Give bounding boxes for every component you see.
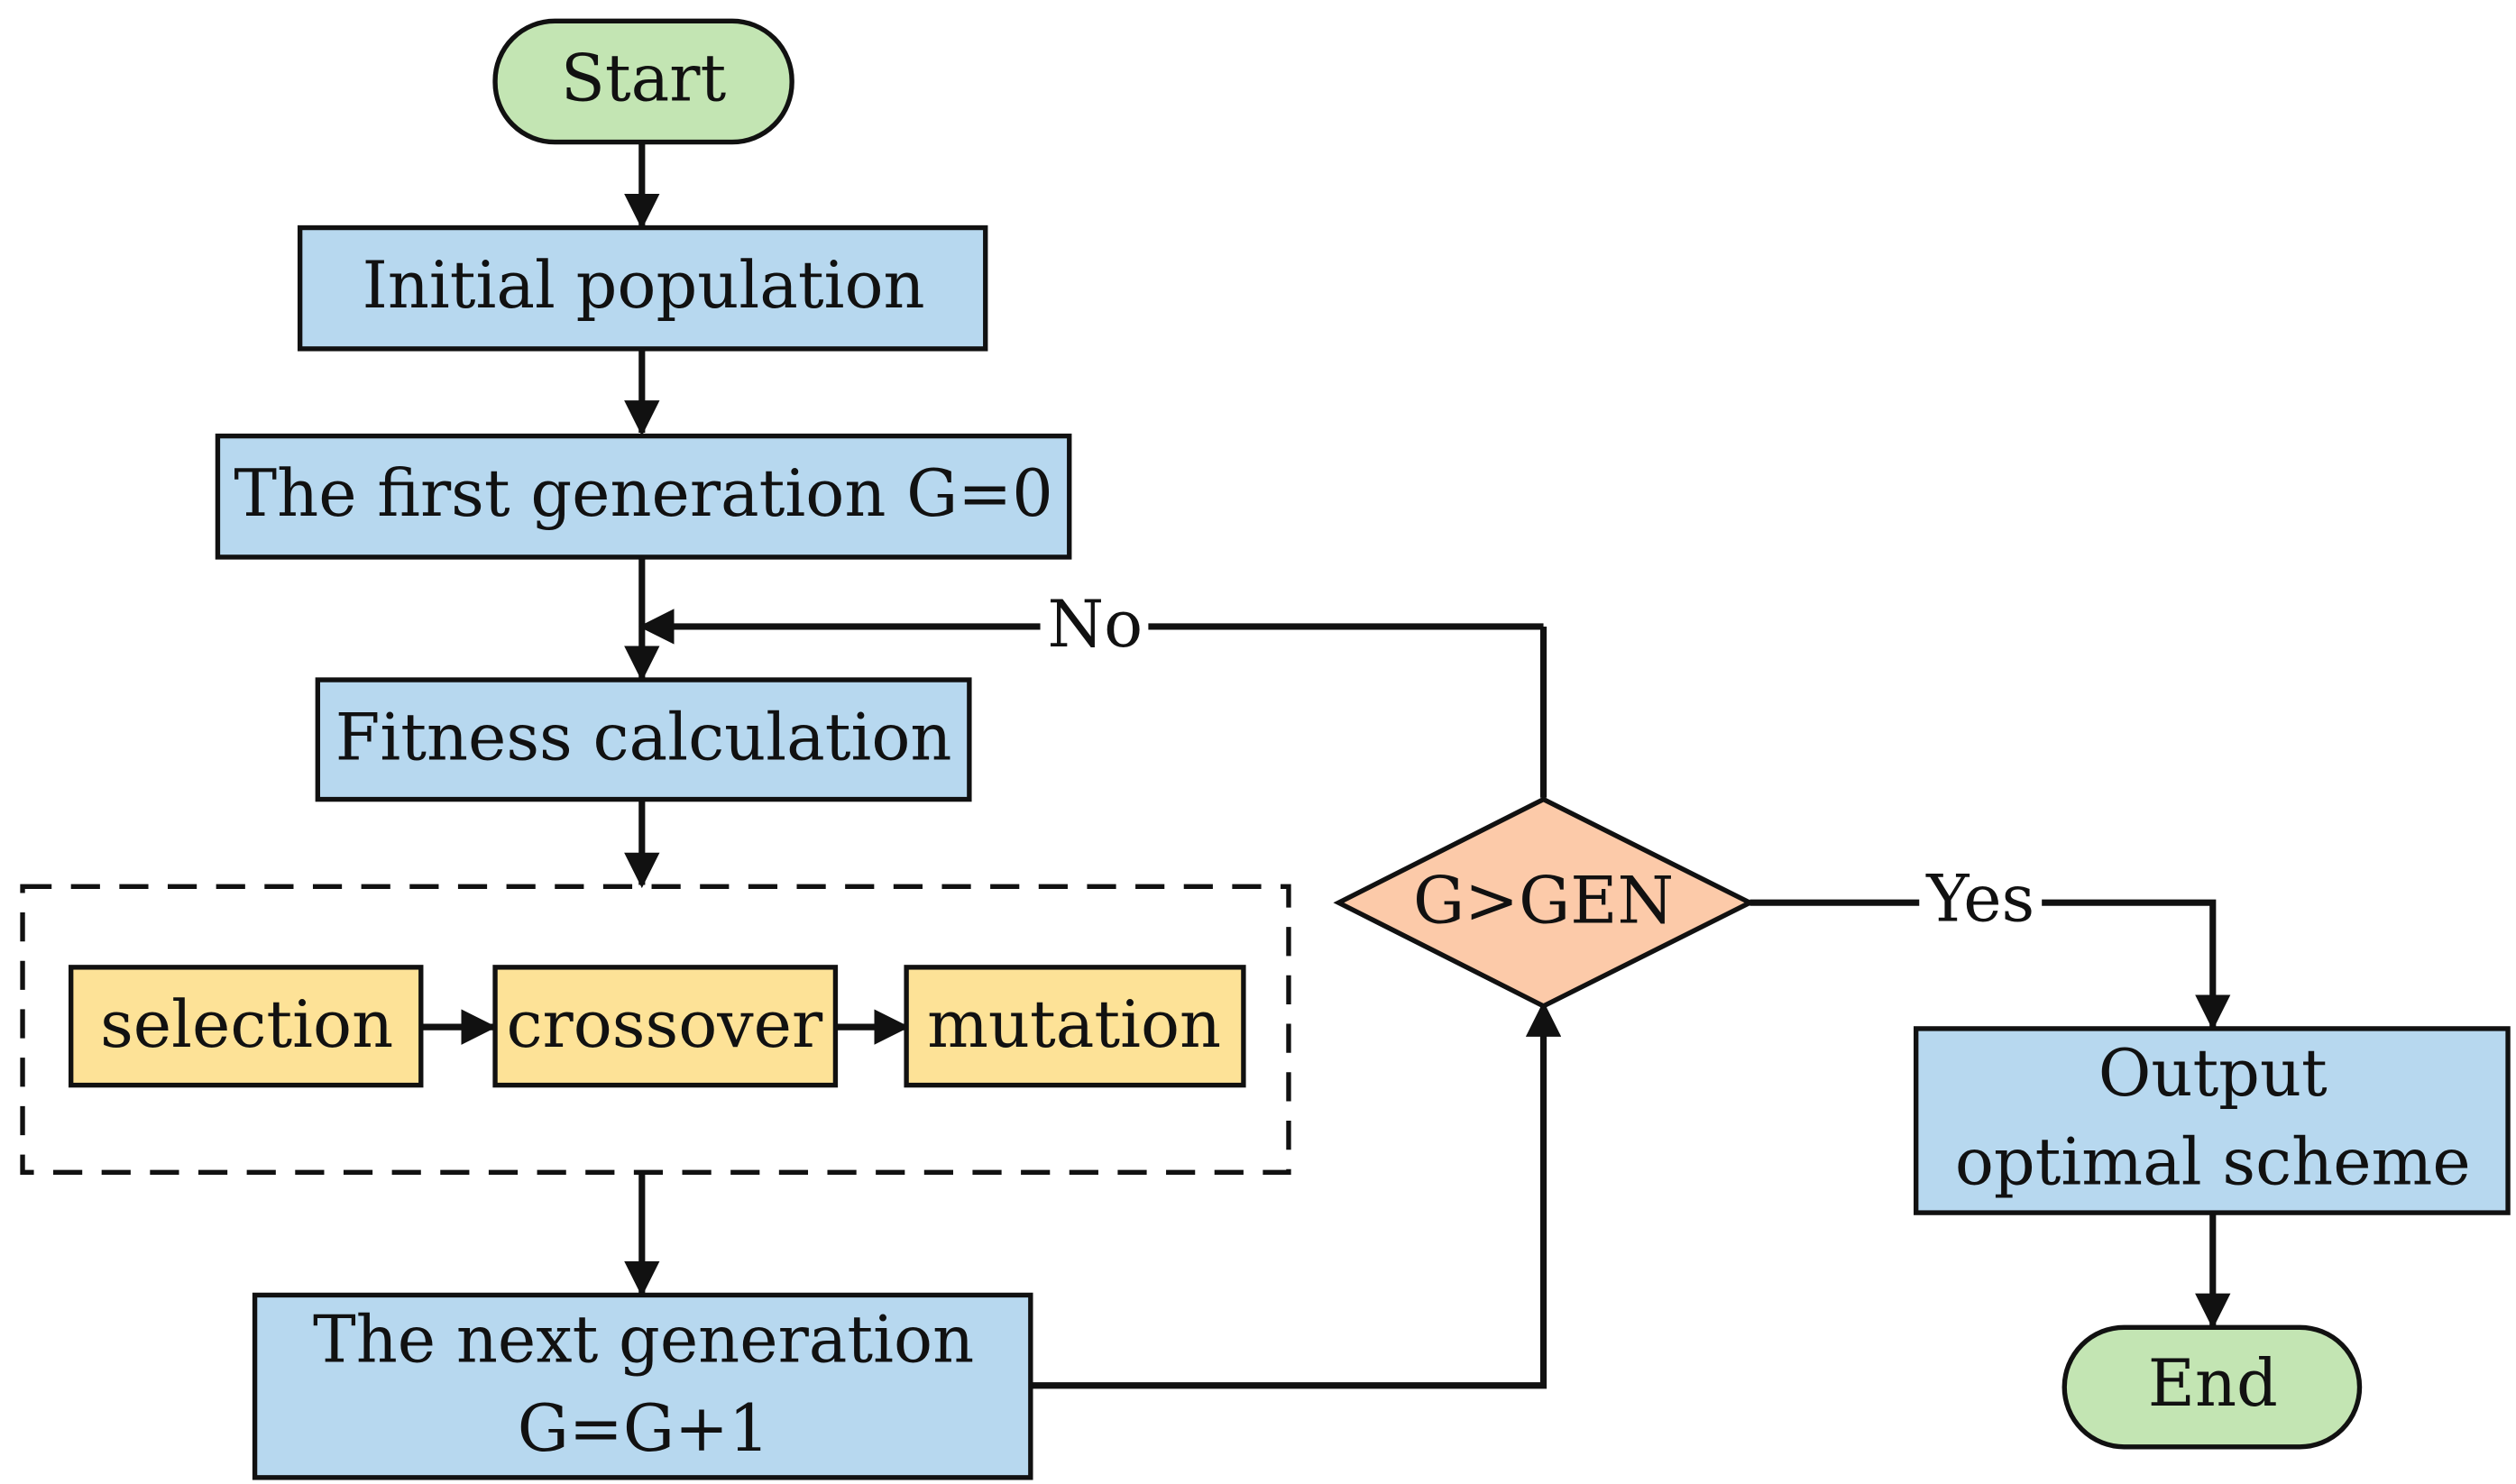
output-box	[1914, 1026, 2511, 1215]
crossover-box	[492, 965, 839, 1088]
node-decision[interactable]: G>GEN	[1333, 796, 1756, 1009]
edge-label-yes: Yes	[1925, 861, 2034, 936]
first-generation-box	[215, 433, 1072, 560]
output-label-line2: optimal scheme	[1955, 1124, 2471, 1199]
mutation-label: mutation	[927, 987, 1221, 1062]
mutation-box	[904, 965, 1246, 1088]
node-end[interactable]: End	[2061, 1324, 2363, 1450]
start-label: Start	[561, 41, 727, 116]
node-start[interactable]: Start	[492, 18, 794, 145]
node-crossover[interactable]: crossover	[492, 965, 839, 1088]
decision-diamond	[1333, 796, 1756, 1009]
decision-label: G>GEN	[1413, 863, 1674, 938]
node-output[interactable]: Output optimal scheme	[1914, 1026, 2511, 1215]
next-generation-box	[252, 1292, 1033, 1480]
selection-label: selection	[100, 987, 393, 1062]
start-terminator-shape	[492, 18, 794, 145]
next-generation-label-line1: The next generation	[313, 1302, 974, 1377]
next-generation-label-line2: G=G+1	[518, 1391, 770, 1466]
fitness-calculation-label: Fitness calculation	[335, 700, 952, 774]
initial-population-box	[297, 224, 988, 352]
first-generation-label: The first generation G=0	[234, 456, 1052, 531]
node-fitness-calculation[interactable]: Fitness calculation	[315, 677, 972, 802]
node-initial-population[interactable]: Initial population	[297, 224, 988, 352]
edge-yes-label-to-output	[2042, 899, 2231, 1031]
end-terminator-shape	[2061, 1324, 2363, 1450]
node-first-generation[interactable]: The first generation G=0	[215, 433, 1072, 560]
edge-label-no: No	[1048, 587, 1143, 662]
edge-next-generation-to-decision	[1032, 1001, 1562, 1389]
crossover-label: crossover	[506, 987, 822, 1062]
selection-box	[69, 965, 424, 1088]
fitness-calculation-box	[315, 677, 972, 802]
output-label-line1: Output	[2098, 1036, 2328, 1111]
end-label: End	[2148, 1346, 2278, 1421]
node-next-generation[interactable]: The next generation G=G+1	[252, 1292, 1033, 1480]
initial-population-label: Initial population	[363, 248, 925, 323]
node-mutation[interactable]: mutation	[904, 965, 1246, 1088]
node-selection[interactable]: selection	[69, 965, 424, 1088]
genetic-operators-group	[20, 884, 1291, 1176]
edges	[422, 142, 2231, 1389]
